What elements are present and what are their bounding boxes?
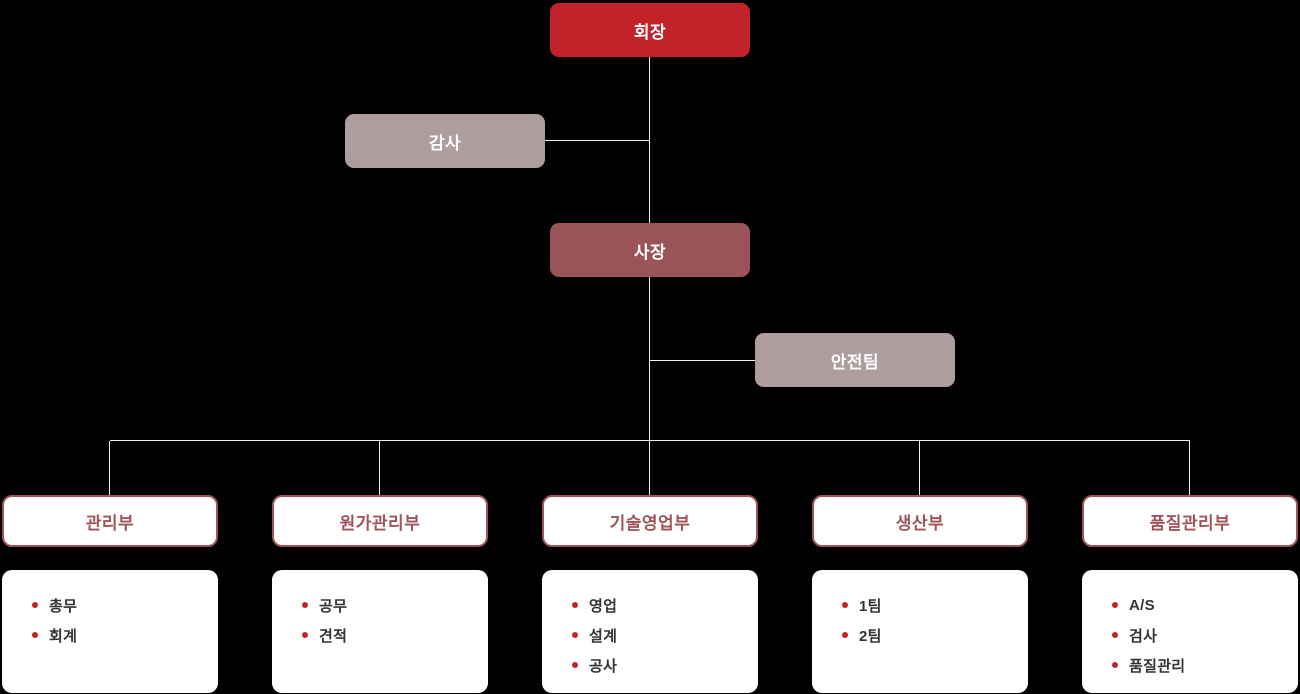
connector-branch — [110, 440, 1190, 441]
connector-president-branch — [649, 277, 650, 440]
department-item-label: 총무 — [49, 597, 78, 615]
bullet-icon — [32, 602, 38, 608]
department-item-label: 공무 — [319, 597, 348, 615]
department-header: 관리부 — [2, 495, 218, 547]
department-item: 견적 — [302, 620, 478, 650]
bullet-icon — [1112, 602, 1118, 608]
department-item-label: 검사 — [1129, 627, 1158, 645]
department-item-label: 견적 — [319, 627, 348, 645]
department-list: 1팀 2팀 — [812, 570, 1028, 693]
department-item-label: 회계 — [49, 627, 78, 645]
department-item-label: 설계 — [589, 627, 618, 645]
connector-auditor — [545, 140, 650, 141]
bullet-icon — [302, 602, 308, 608]
department-item: 영업 — [572, 590, 748, 620]
department-item: 품질관리 — [1112, 650, 1288, 680]
connector-dept-stub — [649, 441, 650, 495]
department-header: 품질관리부 — [1082, 495, 1298, 547]
department-item-label: 품질관리 — [1129, 657, 1186, 675]
bullet-icon — [572, 632, 578, 638]
department-item: 회계 — [32, 620, 208, 650]
connector-dept-stub — [919, 441, 920, 495]
bullet-icon — [32, 632, 38, 638]
bullet-icon — [842, 602, 848, 608]
department-item: 1팀 — [842, 590, 1018, 620]
department-item: 설계 — [572, 620, 748, 650]
department-item: 2팀 — [842, 620, 1018, 650]
bullet-icon — [842, 632, 848, 638]
department-item-label: 영업 — [589, 597, 618, 615]
connector-dept-stub — [379, 441, 380, 495]
department-column: 생산부 1팀 2팀 — [812, 495, 1028, 693]
node-chairman: 회장 — [550, 3, 750, 57]
connector-dept-stub — [1189, 441, 1190, 495]
node-president: 사장 — [550, 223, 750, 277]
department-item: A/S — [1112, 590, 1288, 620]
connector-dept-stub — [109, 441, 110, 495]
department-item: 검사 — [1112, 620, 1288, 650]
bullet-icon — [1112, 662, 1118, 668]
department-header: 원가관리부 — [272, 495, 488, 547]
connector-safety-team — [650, 360, 755, 361]
department-item-label: 2팀 — [859, 627, 882, 645]
bullet-icon — [302, 632, 308, 638]
node-safety-team: 안전팀 — [755, 333, 955, 387]
department-item: 공무 — [302, 590, 478, 620]
bullet-icon — [572, 602, 578, 608]
department-header: 생산부 — [812, 495, 1028, 547]
bullet-icon — [572, 662, 578, 668]
department-item: 총무 — [32, 590, 208, 620]
node-auditor: 감사 — [345, 114, 545, 168]
department-item: 공사 — [572, 650, 748, 680]
department-item-label: 1팀 — [859, 597, 882, 615]
bullet-icon — [1112, 632, 1118, 638]
department-item-label: 공사 — [589, 657, 618, 675]
department-header: 기술영업부 — [542, 495, 758, 547]
department-item-label: A/S — [1129, 596, 1155, 614]
